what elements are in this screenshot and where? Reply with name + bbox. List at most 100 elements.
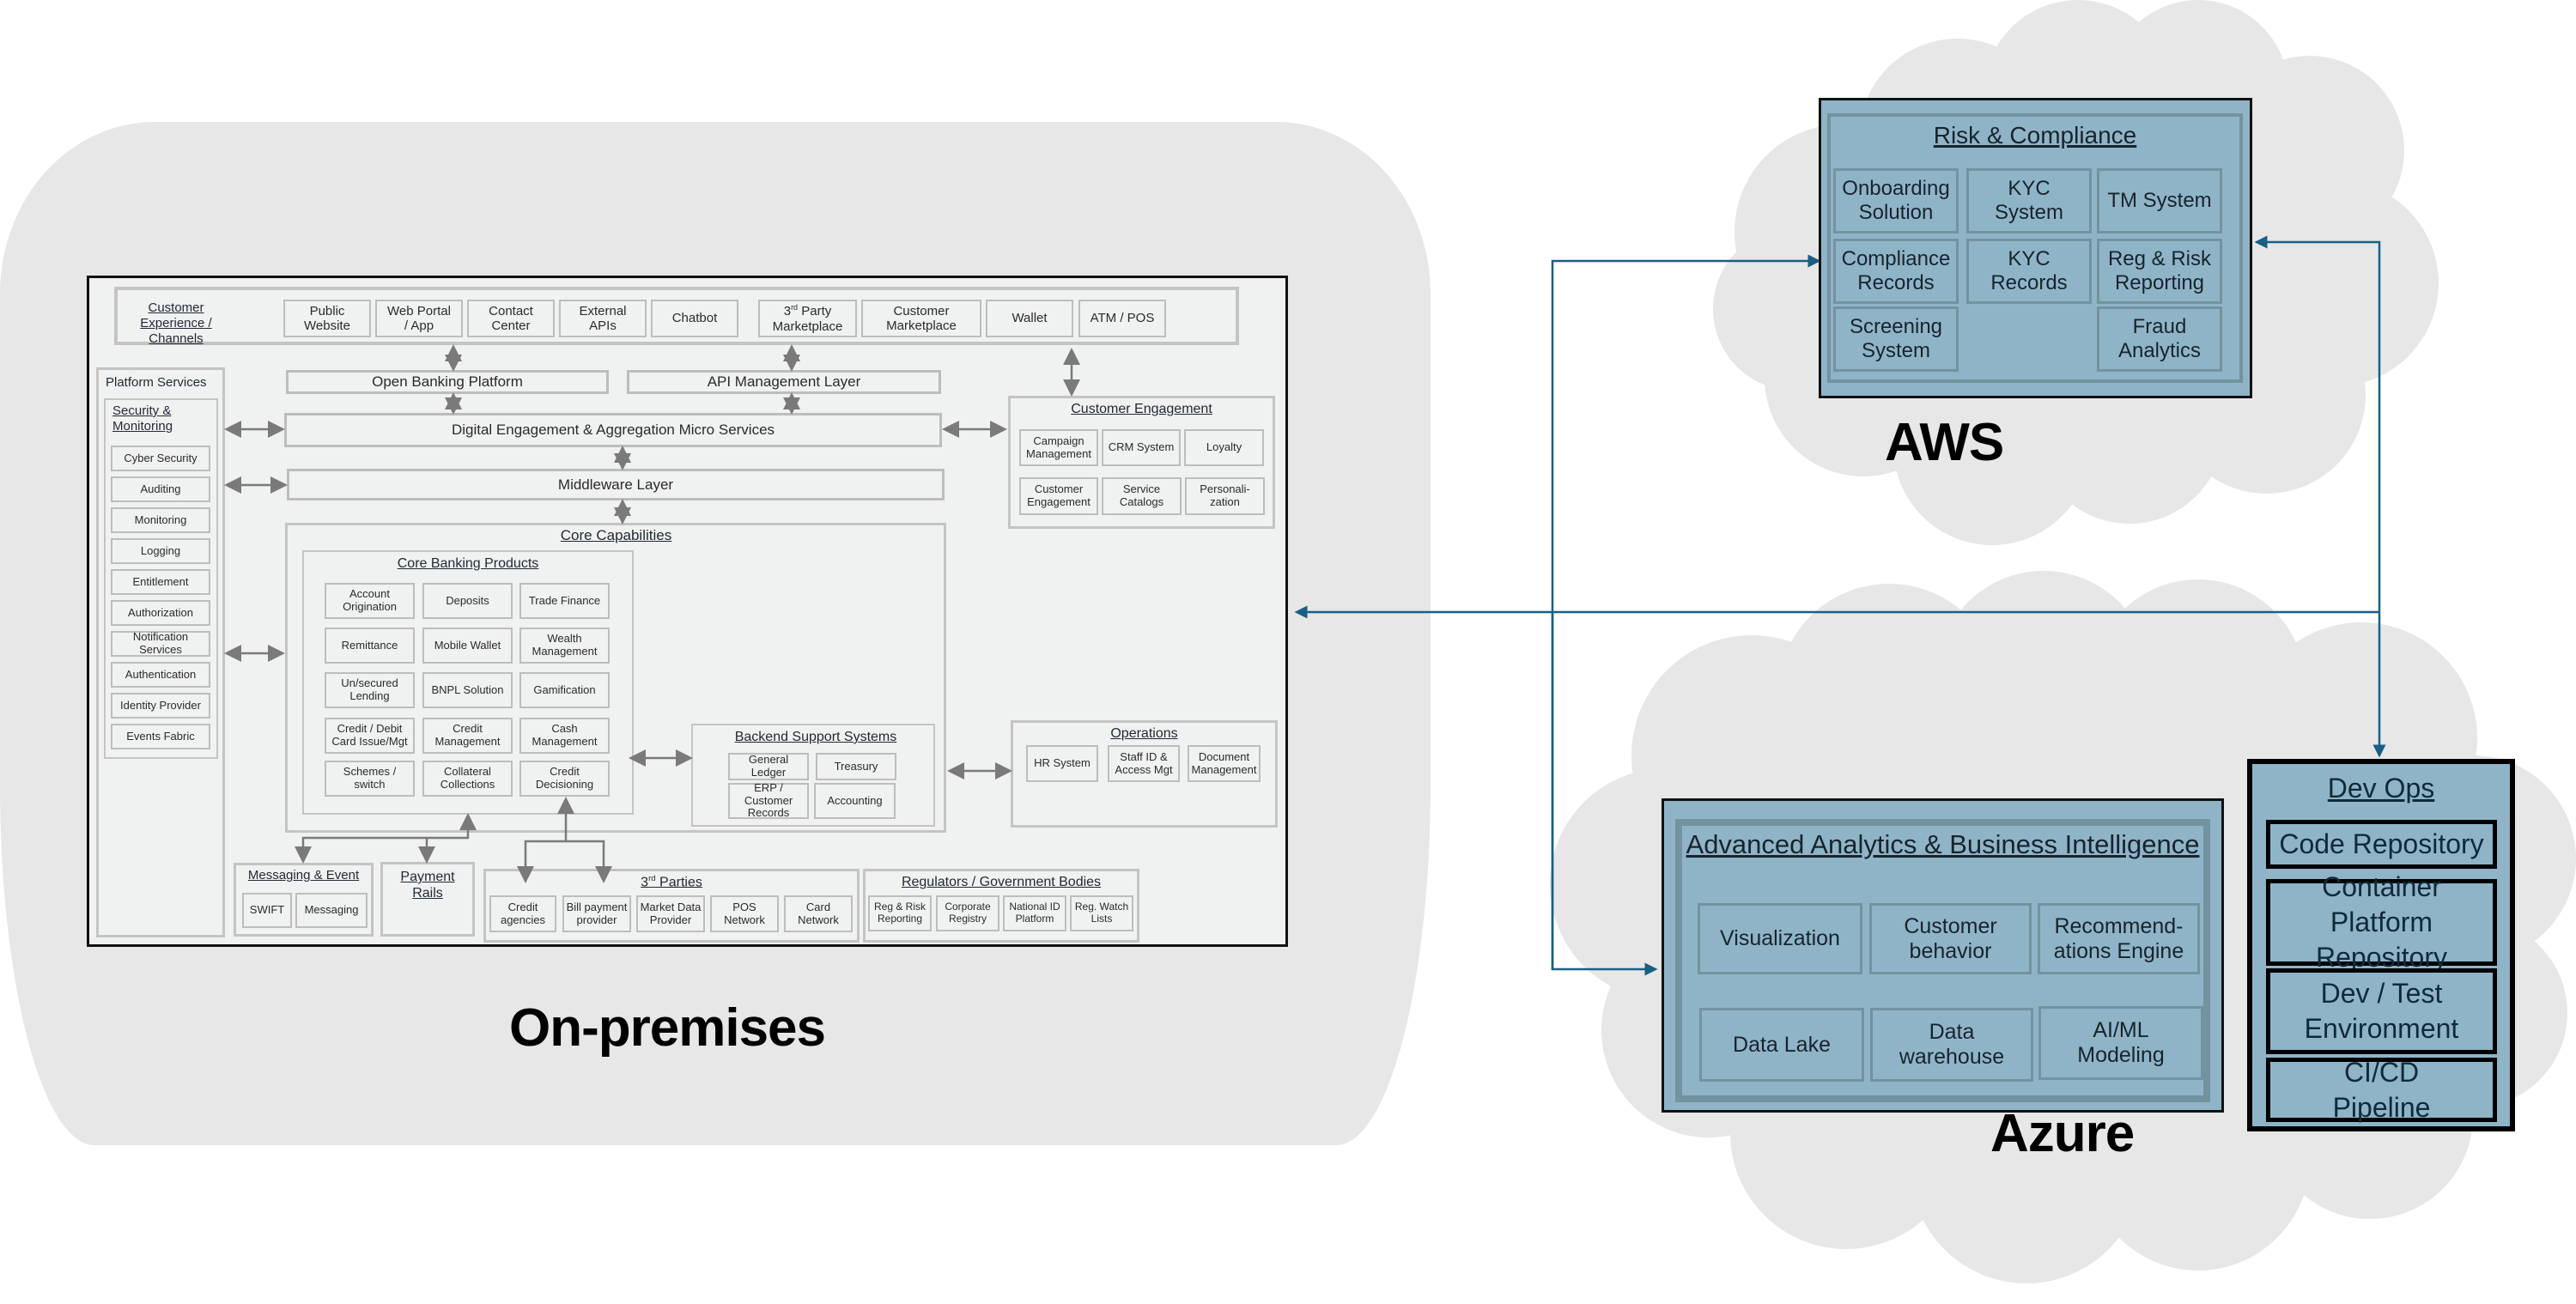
aws-kyc-system[interactable]: KYC System bbox=[1966, 168, 2092, 234]
platform-service-identity-provider[interactable]: Identity Provider bbox=[111, 693, 210, 719]
core-capabilities-title: Core Capabilities bbox=[560, 527, 672, 543]
channel-web-portal[interactable]: Web Portal / App bbox=[375, 300, 463, 337]
aws-kyc-records[interactable]: KYC Records bbox=[1966, 239, 2092, 304]
ops-hr-system[interactable]: HR System bbox=[1026, 745, 1098, 782]
aws-screening-system[interactable]: Screening System bbox=[1833, 306, 1959, 372]
platform-service-cyber-security[interactable]: Cyber Security bbox=[111, 446, 210, 471]
channel-public-website[interactable]: Public Website bbox=[283, 300, 371, 337]
ops-document-management[interactable]: Document Management bbox=[1188, 745, 1261, 782]
platform-service-monitoring[interactable]: Monitoring bbox=[111, 507, 210, 533]
ce-loyalty[interactable]: Loyalty bbox=[1184, 429, 1264, 466]
api-management-layer[interactable]: API Management Layer bbox=[627, 370, 941, 394]
third-parties-title: 3rd Parties bbox=[641, 874, 702, 890]
messaging-messaging[interactable]: Messaging bbox=[295, 893, 368, 928]
azure-data-warehouse[interactable]: Data warehouse bbox=[1870, 1008, 2033, 1082]
regulator-corporate-registry[interactable]: Corporate Registry bbox=[936, 895, 999, 931]
aws-fraud-analytics[interactable]: Fraud Analytics bbox=[2097, 306, 2222, 372]
customer-channels-title: Customer Experience / Channels bbox=[140, 300, 212, 346]
analytics-title: Advanced Analytics & Business Intelligen… bbox=[1686, 829, 2200, 859]
aws-tm-system[interactable]: TM System bbox=[2097, 168, 2222, 234]
aws-reg-risk-reporting[interactable]: Reg & Risk Reporting bbox=[2097, 239, 2222, 304]
messaging-swift[interactable]: SWIFT bbox=[242, 893, 292, 928]
aws-compliance-records[interactable]: Compliance Records bbox=[1833, 239, 1959, 304]
core-banking-item[interactable]: Cash Management bbox=[519, 718, 610, 754]
core-banking-item[interactable]: Deposits bbox=[422, 583, 513, 619]
ops-staff-id-access[interactable]: Staff ID & Access Mgt bbox=[1108, 745, 1180, 782]
aws-label: AWS bbox=[1885, 413, 2004, 472]
core-banking-item[interactable]: Mobile Wallet bbox=[422, 628, 513, 664]
platform-services-title: Platform Services bbox=[106, 375, 207, 390]
platform-service-entitlement[interactable]: Entitlement bbox=[111, 569, 210, 595]
core-banking-item[interactable]: Credit Decisioning bbox=[519, 761, 610, 797]
messaging-event-title: Messaging & Event bbox=[247, 868, 360, 882]
third-party-credit-agencies[interactable]: Credit agencies bbox=[489, 895, 556, 932]
aws-onboarding-solution[interactable]: Onboarding Solution bbox=[1833, 168, 1959, 234]
azure-ai-ml-modeling[interactable]: AI/ML Modeling bbox=[2038, 1006, 2203, 1080]
regulator-national-id[interactable]: National ID Platform bbox=[1003, 895, 1066, 931]
backend-accounting[interactable]: Accounting bbox=[814, 783, 896, 819]
azure-data-lake[interactable]: Data Lake bbox=[1699, 1008, 1864, 1082]
platform-service-notification[interactable]: Notification Services bbox=[111, 630, 210, 657]
core-banking-item[interactable]: Account Origination bbox=[325, 583, 415, 619]
core-banking-item[interactable]: Credit Management bbox=[422, 718, 513, 754]
platform-service-events-fabric[interactable]: Events Fabric bbox=[111, 724, 210, 749]
channel-external-apis[interactable]: External APIs bbox=[559, 300, 647, 337]
risk-compliance-title: Risk & Compliance bbox=[1933, 122, 2137, 149]
core-banking-item[interactable]: Schemes / switch bbox=[325, 761, 415, 797]
azure-visualization[interactable]: Visualization bbox=[1698, 903, 1862, 974]
azure-label: Azure bbox=[1990, 1104, 2135, 1163]
core-banking-item[interactable]: Wealth Management bbox=[519, 628, 610, 664]
third-party-card-network[interactable]: Card Network bbox=[784, 895, 853, 932]
azure-recommendations-engine[interactable]: Recommend- ations Engine bbox=[2038, 903, 2200, 974]
middleware-layer[interactable]: Middleware Layer bbox=[287, 469, 945, 500]
devops-code-repository[interactable]: Code Repository bbox=[2266, 820, 2497, 869]
ce-service-catalogs[interactable]: Service Catalogs bbox=[1102, 477, 1182, 515]
platform-service-authorization[interactable]: Authorization bbox=[111, 600, 210, 626]
core-banking-item[interactable]: BNPL Solution bbox=[422, 672, 513, 708]
core-banking-item[interactable]: Remittance bbox=[325, 628, 415, 664]
platform-service-authentication[interactable]: Authentication bbox=[111, 662, 210, 688]
platform-service-auditing[interactable]: Auditing bbox=[111, 476, 210, 502]
ce-crm-system[interactable]: CRM System bbox=[1102, 429, 1181, 466]
third-party-market-data[interactable]: Market Data Provider bbox=[636, 895, 705, 932]
core-banking-item[interactable]: Trade Finance bbox=[519, 583, 610, 619]
devops-container-platform[interactable]: Container Platform Repository bbox=[2266, 871, 2497, 973]
ce-customer-engagement[interactable]: Customer Engagement bbox=[1019, 477, 1098, 515]
devops-ci-cd-pipeline[interactable]: CI/CD Pipeline bbox=[2266, 1057, 2497, 1123]
regulators-title: Regulators / Government Bodies bbox=[901, 875, 1102, 889]
channel-customer-marketplace[interactable]: Customer Marketplace bbox=[861, 300, 981, 337]
security-monitoring-title: Security & Monitoring bbox=[112, 403, 173, 434]
open-banking-platform[interactable]: Open Banking Platform bbox=[286, 370, 609, 394]
azure-customer-behavior[interactable]: Customer behavior bbox=[1869, 903, 2032, 974]
core-banking-item[interactable]: Gamification bbox=[519, 672, 610, 708]
platform-service-logging[interactable]: Logging bbox=[111, 538, 210, 564]
backend-treasury[interactable]: Treasury bbox=[816, 753, 896, 780]
backend-erp-customer-records[interactable]: ERP / Customer Records bbox=[728, 781, 809, 819]
regulator-reg-risk-reporting[interactable]: Reg & Risk Reporting bbox=[868, 895, 932, 931]
third-party-bill-payment[interactable]: Bill payment provider bbox=[562, 895, 631, 932]
ce-personalization[interactable]: Personali- zation bbox=[1185, 477, 1265, 515]
third-party-pos-network[interactable]: POS Network bbox=[710, 895, 779, 932]
channel-chatbot[interactable]: Chatbot bbox=[651, 300, 738, 337]
on-premises-label: On-premises bbox=[509, 998, 826, 1058]
payment-rails-group bbox=[380, 862, 475, 937]
payment-rails-title: Payment Rails bbox=[400, 870, 455, 901]
channel-wallet[interactable]: Wallet bbox=[986, 300, 1073, 337]
core-banking-item[interactable]: Un/secured Lending bbox=[325, 672, 415, 708]
channel-atm-pos[interactable]: ATM / POS bbox=[1078, 300, 1166, 337]
customer-engagement-title: Customer Engagement bbox=[1071, 402, 1212, 416]
backend-general-ledger[interactable]: General Ledger bbox=[728, 753, 809, 780]
backend-support-title: Backend Support Systems bbox=[734, 730, 897, 744]
devops-title: Dev Ops bbox=[2327, 773, 2435, 804]
digital-engagement-microservices[interactable]: Digital Engagement & Aggregation Micro S… bbox=[284, 413, 942, 447]
core-banking-item[interactable]: Credit / Debit Card Issue/Mgt bbox=[325, 718, 415, 754]
channel-contact-center[interactable]: Contact Center bbox=[467, 300, 555, 337]
operations-title: Operations bbox=[1110, 726, 1178, 741]
core-banking-item[interactable]: Collateral Collections bbox=[422, 761, 513, 797]
core-banking-products-title: Core Banking Products bbox=[397, 556, 539, 571]
devops-dev-test-environment[interactable]: Dev / Test Environment bbox=[2266, 968, 2497, 1054]
ce-campaign-management[interactable]: Campaign Management bbox=[1019, 429, 1098, 466]
regulator-watch-lists[interactable]: Reg. Watch Lists bbox=[1070, 895, 1133, 931]
